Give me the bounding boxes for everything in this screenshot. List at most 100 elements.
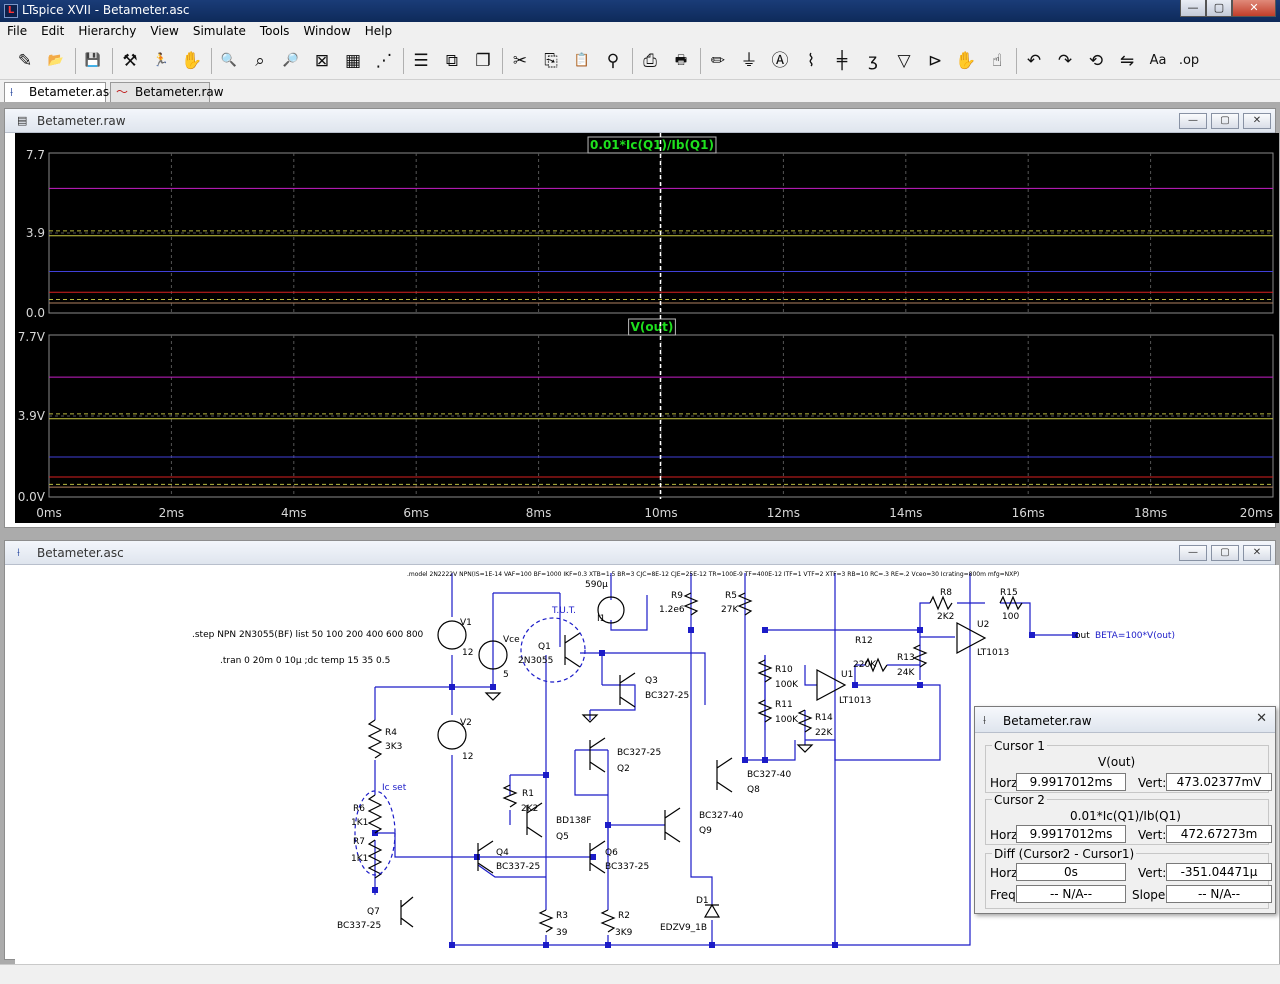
svg-text:EDZV9_1B: EDZV9_1B xyxy=(660,923,707,933)
cursor1-vert-field[interactable]: 473.02377mV xyxy=(1166,773,1272,791)
schematic-close-button[interactable]: ✕ xyxy=(1243,545,1271,561)
maximize-button[interactable]: ▢ xyxy=(1206,0,1232,17)
tab-betameter-raw[interactable]: 〜 Betameter.raw xyxy=(110,82,224,102)
drag-icon[interactable]: ☝ xyxy=(991,51,1003,71)
close-button[interactable]: ✕ xyxy=(1232,0,1276,17)
waveform-close-button[interactable]: ✕ xyxy=(1243,113,1271,129)
svg-text:R6: R6 xyxy=(353,804,365,814)
menu-hierarchy[interactable]: Hierarchy xyxy=(78,24,137,38)
grid-icon[interactable]: ⋰ xyxy=(375,51,393,71)
cursor2-vert-field[interactable]: 472.67273m xyxy=(1166,825,1272,843)
find-icon[interactable]: ⚲ xyxy=(606,51,620,71)
move-icon[interactable]: ✋ xyxy=(955,51,977,71)
cursor1-label: Cursor 1 xyxy=(992,739,1047,753)
component-icon[interactable]: ⊳ xyxy=(927,51,943,71)
svg-text:BC337-25: BC337-25 xyxy=(496,862,540,872)
menu-window[interactable]: Window xyxy=(303,24,351,38)
svg-text:R8: R8 xyxy=(940,588,952,598)
tile-horizontal-icon[interactable]: ☰ xyxy=(413,51,429,71)
menu-tools[interactable]: Tools xyxy=(259,24,290,38)
waveform-icon: ▤ xyxy=(17,114,28,127)
svg-text:12: 12 xyxy=(462,648,473,658)
x-tick-label: 12ms xyxy=(767,506,800,520)
redo-icon[interactable]: ↷ xyxy=(1057,51,1073,71)
print-setup-icon[interactable]: 🖶 xyxy=(674,53,688,68)
schematic-minimize-button[interactable]: — xyxy=(1179,545,1207,561)
zoom-out-icon[interactable]: 🔎 xyxy=(282,53,300,68)
beta-comment[interactable]: BETA=100*V(out) xyxy=(1095,631,1175,641)
mirror-icon[interactable]: ⇋ xyxy=(1119,51,1135,71)
svg-text:Q4: Q4 xyxy=(496,848,509,858)
autorange-icon[interactable]: ▦ xyxy=(344,51,362,71)
waveform-svg[interactable]: 7.73.90.00.01*Ic(Q1)/Ib(Q1)7.7V3.9V0.0VV… xyxy=(15,133,1279,523)
ground-icon[interactable]: ⏚ xyxy=(740,51,758,71)
schematic-maximize-button[interactable]: ▢ xyxy=(1211,545,1239,561)
x-tick-label: 6ms xyxy=(403,506,429,520)
diff-slope-field[interactable]: -- N/A-- xyxy=(1166,885,1272,903)
schematic-labels: .model 2N2222V NPN(IS=1E-14 VAF=100 BF=1… xyxy=(192,571,1175,938)
control-panel-icon[interactable]: ⚒ xyxy=(122,51,138,71)
cut-icon[interactable]: ✂ xyxy=(512,51,528,71)
paste-icon[interactable]: 📋 xyxy=(573,53,591,68)
model-directive[interactable]: .model 2N2222V NPN(IS=1E-14 VAF=100 BF=1… xyxy=(407,571,1019,578)
menu-simulate[interactable]: Simulate xyxy=(192,24,246,38)
tile-vertical-icon[interactable]: ⧉ xyxy=(445,51,459,71)
svg-text:2K2: 2K2 xyxy=(937,612,954,622)
svg-text:R7: R7 xyxy=(353,837,365,847)
undo-icon[interactable]: ↶ xyxy=(1026,51,1042,71)
diff-vert-field[interactable]: -351.04471µ xyxy=(1166,863,1272,881)
label-net-icon[interactable]: Ⓐ xyxy=(771,51,789,71)
waveform-maximize-button[interactable]: ▢ xyxy=(1211,113,1239,129)
menu-view[interactable]: View xyxy=(150,24,179,38)
svg-text:24K: 24K xyxy=(897,668,915,678)
tran-directive[interactable]: .tran 0 20m 0 10µ ;dc temp 15 35 0.5 xyxy=(220,656,390,666)
waveform-window-titlebar: ▤ Betameter.raw — ▢ ✕ xyxy=(5,109,1275,133)
copy-icon[interactable]: ⎘ xyxy=(544,51,558,71)
cursor-readout-window[interactable]: ⟊ Betameter.raw ✕ Cursor 1 V(out) Horz: … xyxy=(974,706,1276,914)
svg-text:2K2: 2K2 xyxy=(521,804,538,814)
out-net-label[interactable]: out xyxy=(1075,631,1090,641)
cascade-icon[interactable]: ❐ xyxy=(475,51,491,71)
svg-text:Q6: Q6 xyxy=(605,848,618,858)
menu-edit[interactable]: Edit xyxy=(41,24,65,38)
schematic-svg[interactable]: .model 2N2222V NPN(IS=1E-14 VAF=100 BF=1… xyxy=(15,565,1279,965)
diff-horz-field[interactable]: 0s xyxy=(1016,863,1126,881)
run-icon[interactable]: 🏃 xyxy=(152,53,170,68)
x-tick-label: 2ms xyxy=(159,506,185,520)
menu-help[interactable]: Help xyxy=(364,24,393,38)
menu-file[interactable]: File xyxy=(7,24,28,38)
cursor1-trace: V(out) xyxy=(1098,755,1136,769)
tab-betameter-asc[interactable]: ⟊ Betameter.asc xyxy=(4,82,116,102)
zoom-in-icon[interactable]: 🔍 xyxy=(220,53,238,68)
save-icon[interactable]: 💾 xyxy=(84,53,102,68)
cursor1-horz-field[interactable]: 9.9917012ms xyxy=(1016,773,1126,791)
cursor-window-close-icon[interactable]: ✕ xyxy=(1256,711,1267,726)
zoom-fit-icon[interactable]: ⊠ xyxy=(314,51,330,71)
inductor-icon[interactable]: ʒ xyxy=(868,51,878,71)
cursor2-horz-field[interactable]: 9.9917012ms xyxy=(1016,825,1126,843)
svg-text:100K: 100K xyxy=(775,680,799,690)
new-schematic-icon[interactable]: ✎ xyxy=(17,51,33,71)
diff-freq-field[interactable]: -- N/A-- xyxy=(1016,885,1126,903)
zoom-pan-icon[interactable]: ⌕ xyxy=(255,51,265,71)
capacitor-icon[interactable]: ╪ xyxy=(836,51,848,71)
minimize-button[interactable]: — xyxy=(1180,0,1206,17)
diode-icon[interactable]: ▽ xyxy=(897,51,911,71)
step-directive[interactable]: .step NPN 2N3055(BF) list 50 100 200 400… xyxy=(192,630,424,640)
resistor-icon[interactable]: ⌇ xyxy=(806,51,816,71)
cursor-window-titlebar[interactable]: ⟊ Betameter.raw ✕ xyxy=(975,707,1275,733)
open-icon[interactable]: 📂 xyxy=(47,53,65,68)
svg-text:BD138F: BD138F xyxy=(556,816,591,826)
text-icon[interactable]: Aa xyxy=(1149,53,1167,68)
print-icon[interactable]: ⎙ xyxy=(643,51,657,71)
wire-icon[interactable]: ✏ xyxy=(710,51,726,71)
rotate-icon[interactable]: ⟲ xyxy=(1088,51,1104,71)
spice-directive-icon[interactable]: .op xyxy=(1178,53,1200,68)
svg-text:R5: R5 xyxy=(725,591,737,601)
waveform-minimize-button[interactable]: — xyxy=(1179,113,1207,129)
halt-icon[interactable]: ✋ xyxy=(181,51,203,71)
svg-text:LT1013: LT1013 xyxy=(839,696,871,706)
svg-text:R12: R12 xyxy=(855,636,873,646)
svg-text:39: 39 xyxy=(556,928,568,938)
